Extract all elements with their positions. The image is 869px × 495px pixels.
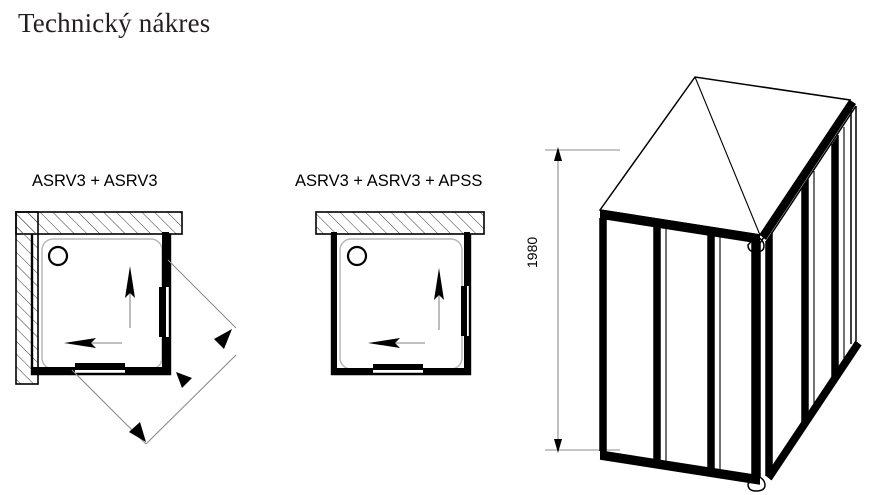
plan-1-caption: ASRV3 + ASRV3 (32, 172, 158, 190)
isometric-enclosure-view (520, 60, 869, 492)
panel-group-left (599, 218, 761, 478)
drain-circle-icon (47, 245, 69, 267)
door-profile-bottom (331, 364, 470, 374)
isometric-svg (545, 76, 862, 492)
plan-1-svg (15, 211, 237, 445)
plan-2-caption: ASRV3 + ASRV3 + APSS (295, 172, 483, 190)
wall-left (15, 211, 39, 385)
bottom-rail-front-right (765, 340, 862, 481)
shower-tray (41, 238, 163, 370)
shower-tray (339, 238, 463, 370)
corner-post-cap (747, 235, 765, 253)
enclosure-frame-outline (30, 234, 172, 376)
height-dimension[interactable] (545, 147, 620, 453)
panel-group-right (765, 106, 857, 476)
door-profile-right (461, 232, 470, 374)
floor-plan-diagram-1 (0, 198, 260, 448)
door-profile-right (159, 232, 169, 374)
door-slide-arrow-left (64, 338, 122, 348)
floor-plan-diagram-2 (300, 198, 520, 398)
top-rail-front-left (599, 209, 761, 244)
corner-post-base-cap (747, 474, 766, 492)
plan-2-svg (315, 211, 485, 376)
height-dimension-label: 1980 (524, 236, 540, 268)
door-profile-left (331, 232, 337, 374)
diagonal-dimension[interactable] (71, 259, 237, 445)
drain-circle-icon (346, 245, 368, 267)
page-title: Technický nákres (18, 8, 211, 38)
door-slide-arrow-up (434, 268, 444, 330)
bottom-rail-front-left (599, 450, 761, 485)
door-slide-arrow-left (368, 338, 425, 348)
door-profile-bottom (32, 363, 170, 374)
wall-top (315, 211, 485, 235)
top-rail-front-right (759, 99, 857, 244)
door-slide-arrow-up (125, 266, 135, 328)
wall-top (15, 211, 183, 235)
